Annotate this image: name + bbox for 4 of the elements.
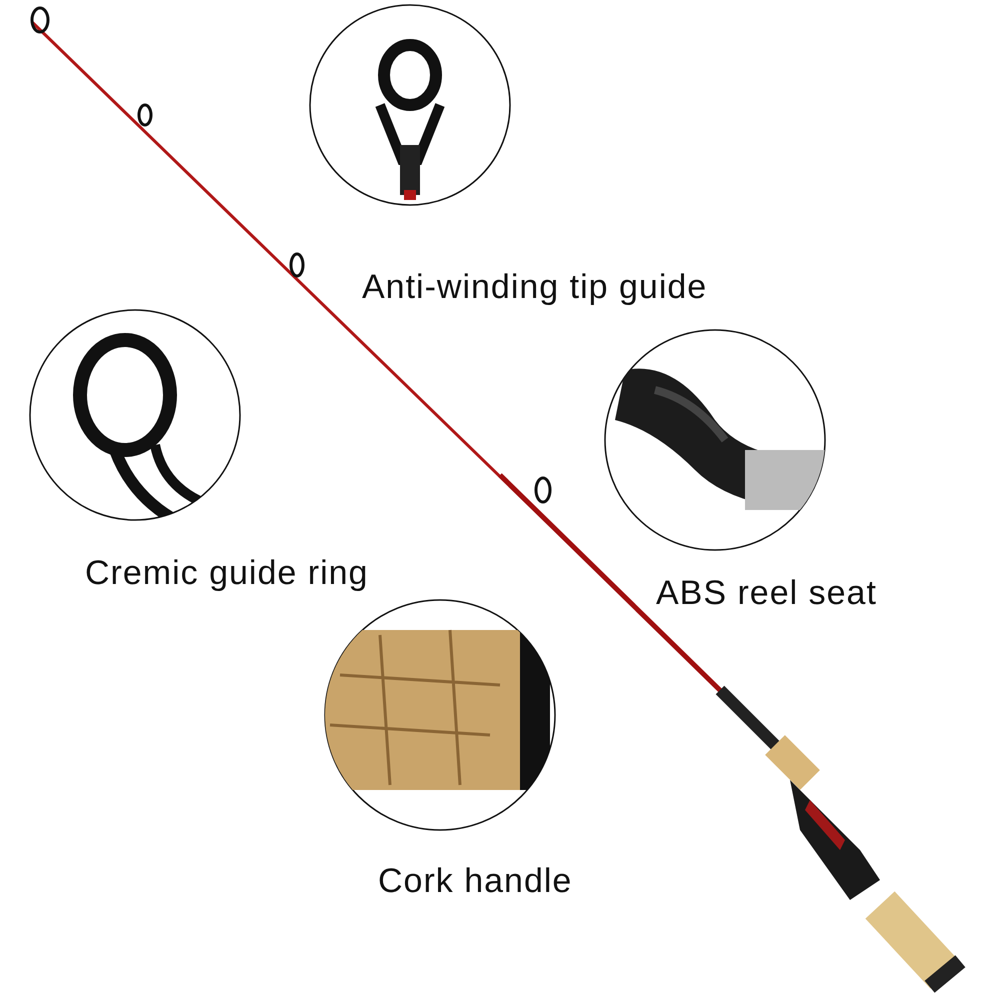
part-caption: ABS reel seat: [656, 574, 877, 613]
part-caption: Cremic guide ring: [85, 554, 368, 593]
part-caption: Cork handle: [378, 862, 572, 901]
part-caption: Anti-winding tip guide: [362, 268, 708, 307]
